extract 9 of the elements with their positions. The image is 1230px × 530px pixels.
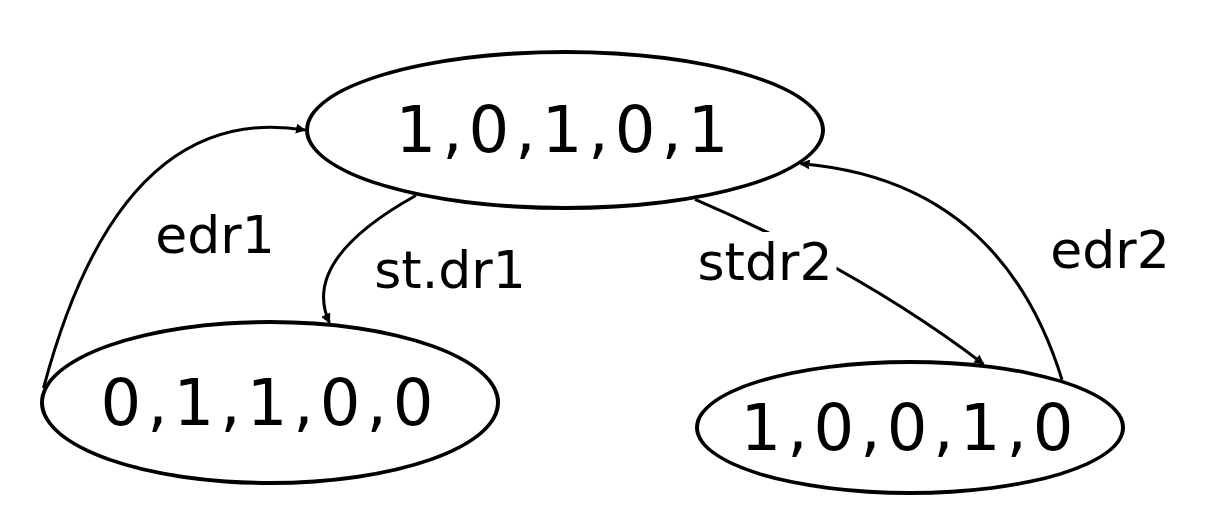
arrow: [799, 159, 1064, 381]
ellipse-node: [695, 360, 1125, 495]
arrow: [321, 194, 417, 324]
ellipse-node: [40, 320, 500, 485]
bit-sequence: 1,0,0,1,0: [740, 390, 1080, 465]
bit-sequence: 0,1,1,0,0: [100, 365, 440, 440]
arrow: [42, 124, 306, 389]
bit-sequence: 1,0,1,0,1: [395, 93, 735, 167]
ellipse-node: [305, 50, 825, 210]
